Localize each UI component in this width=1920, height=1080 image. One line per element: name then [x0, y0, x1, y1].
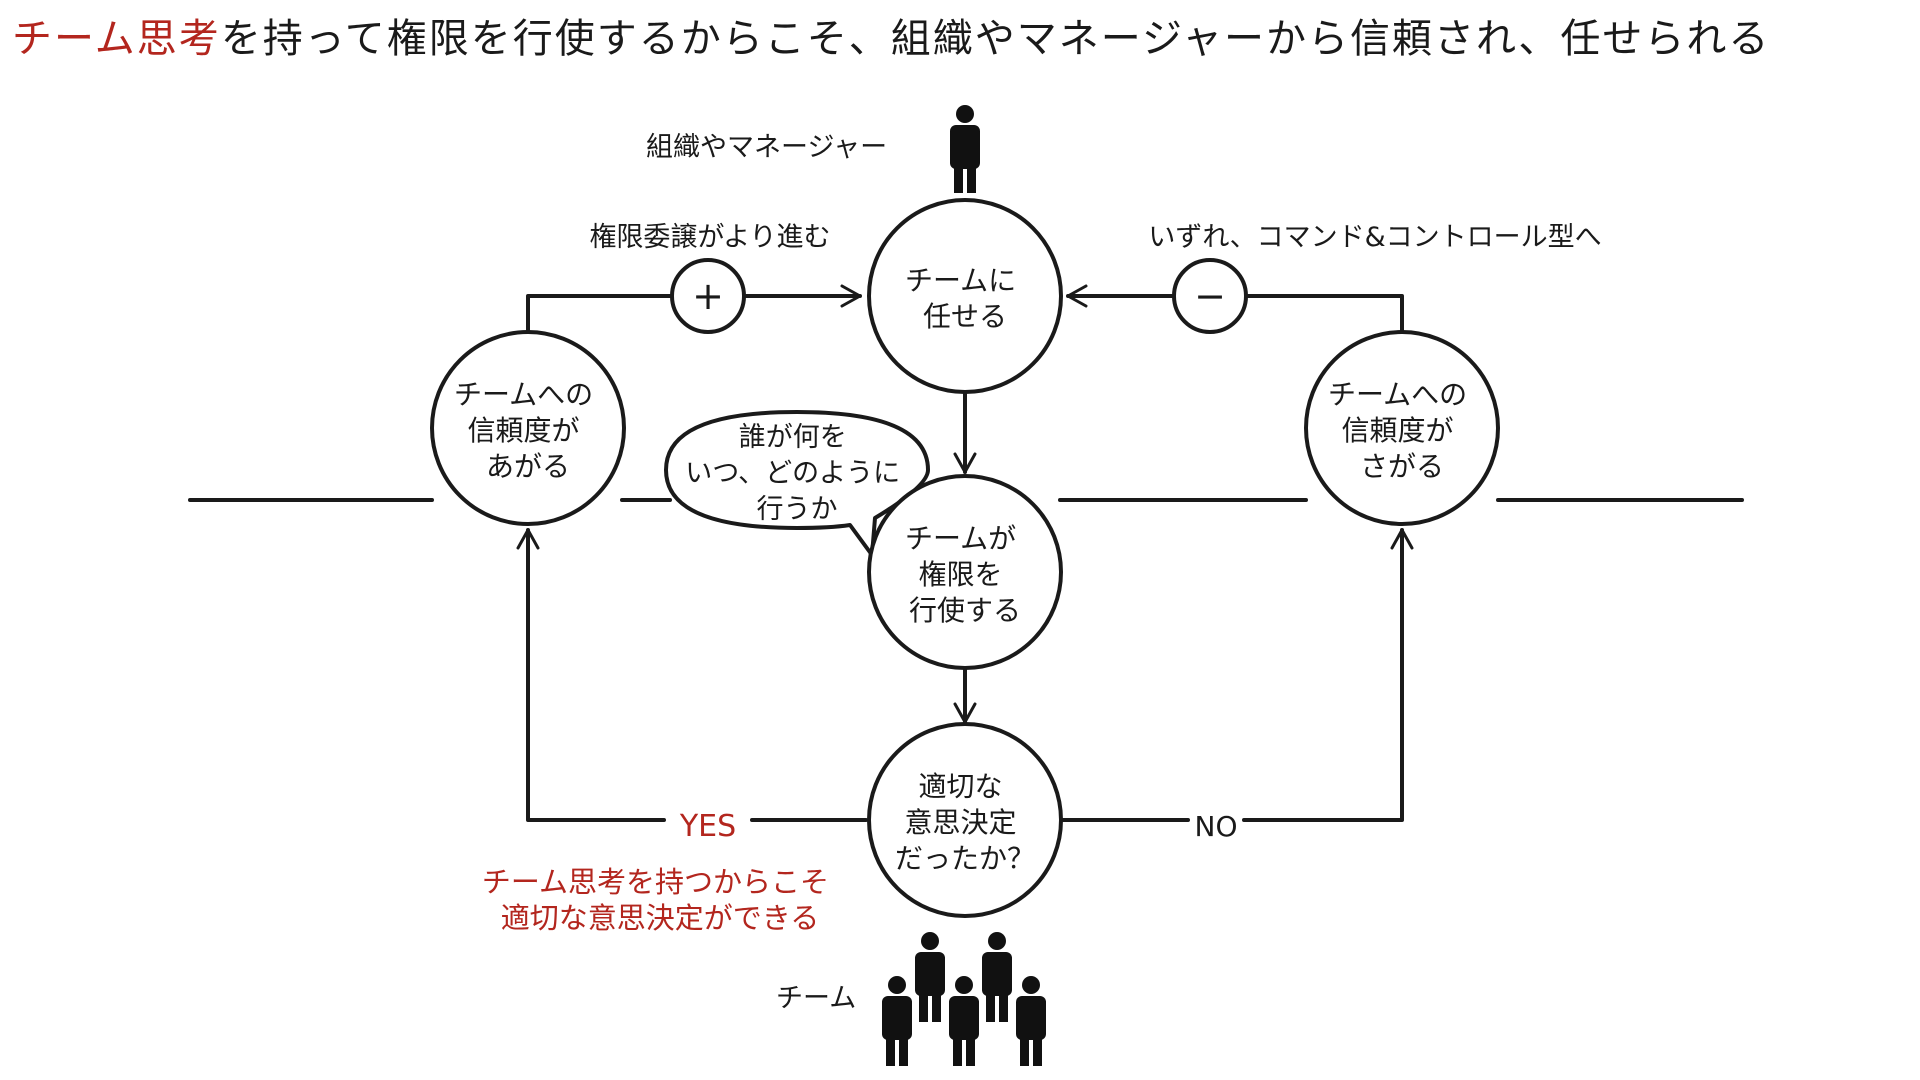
node-trust-down-line-1: チームへの [1328, 378, 1467, 411]
no-line-up [1242, 528, 1414, 822]
minus-marker: − [1172, 258, 1248, 334]
speech-line-2: いつ、どのように [685, 458, 900, 489]
node-trust-down-line-2: 信頼度が [1342, 414, 1454, 447]
title-highlight: チーム思考 [12, 16, 221, 62]
red-note-line-1: チーム思考を持つからこそ [482, 865, 829, 899]
connectors [516, 284, 1414, 822]
node-exercise: チームが 権限を 行使する [867, 474, 1063, 670]
plus-sign: + [692, 274, 724, 318]
svg-text:チームが 権限を 行使する: チームが 権限を 行使する [905, 522, 1025, 627]
node-exercise-line-3: 行使する [909, 594, 1021, 627]
no-label: NO [1195, 810, 1238, 843]
plus-marker: + [670, 258, 746, 334]
minus-sign: − [1194, 274, 1226, 318]
red-note: チーム思考を持つからこそ 適切な意思決定ができる [482, 865, 838, 935]
svg-text:チームに 任せる: チームに 任せる [905, 264, 1025, 333]
node-trust-up-line-2: 信頼度が [468, 414, 580, 447]
svg-text:チームへの 信頼度が さがる: チームへの 信頼度が さがる [1328, 378, 1476, 483]
person-icon [950, 105, 980, 193]
people-group-icon [882, 932, 1046, 1066]
team-label: チーム [776, 983, 856, 1014]
node-exercise-line-2: 権限を [919, 558, 1003, 591]
arrow-trust-up-to-entrust [526, 294, 672, 332]
plus-loop-label: 権限委譲がより進む [589, 222, 830, 253]
node-decision: 適切な 意思決定 だったか？ [867, 722, 1063, 918]
page-title: チーム思考を持って権限を行使するからこそ、組織やマネージャーから信頼され、任せら… [12, 6, 1770, 64]
speech-bubble-shape [664, 410, 930, 557]
node-decision-line-1: 適切な [919, 770, 1003, 803]
yes-label: YES [679, 809, 736, 844]
svg-text:適切な 意思決定 だったか？: 適切な 意思決定 だったか？ [895, 770, 1035, 875]
node-trust-down-line-3: さがる [1360, 450, 1444, 483]
node-decision-line-3: だったか？ [895, 842, 1035, 875]
speech-line-3: 行うか [757, 494, 838, 525]
svg-text:チームへの 信頼度が あがる: チームへの 信頼度が あがる [454, 378, 602, 483]
red-note-line-2: 適切な意思決定ができる [501, 901, 819, 935]
title-rest: を持って権限を行使するからこそ、組織やマネージャーから信頼され、任せられる [220, 16, 1771, 62]
speech-bubble-text: 誰が何を いつ、どのように 行うか [685, 422, 909, 525]
node-entrust: チームに 任せる [867, 198, 1063, 394]
node-trust-up-line-1: チームへの [454, 378, 593, 411]
node-decision-line-2: 意思決定 [905, 806, 1017, 839]
node-entrust-line-2: 任せる [923, 300, 1007, 333]
speech-bubble: 誰が何を いつ、どのように 行うか [664, 410, 930, 557]
node-entrust-line-1: チームに [905, 264, 1016, 297]
minus-loop-label: いずれ、コマンド&コントロール型へ [1148, 222, 1601, 253]
manager-label: 組織やマネージャー [646, 132, 887, 163]
node-trust-up: チームへの 信頼度が あがる [430, 330, 626, 526]
yes-line-up [516, 528, 666, 822]
node-trust-up-line-3: あがる [486, 450, 570, 483]
node-trust-down: チームへの 信頼度が さがる [1304, 330, 1500, 526]
node-exercise-line-1: チームが [905, 522, 1016, 555]
speech-line-1: 誰が何を [739, 422, 847, 453]
arrow-trust-down-to-entrust [1246, 294, 1404, 332]
